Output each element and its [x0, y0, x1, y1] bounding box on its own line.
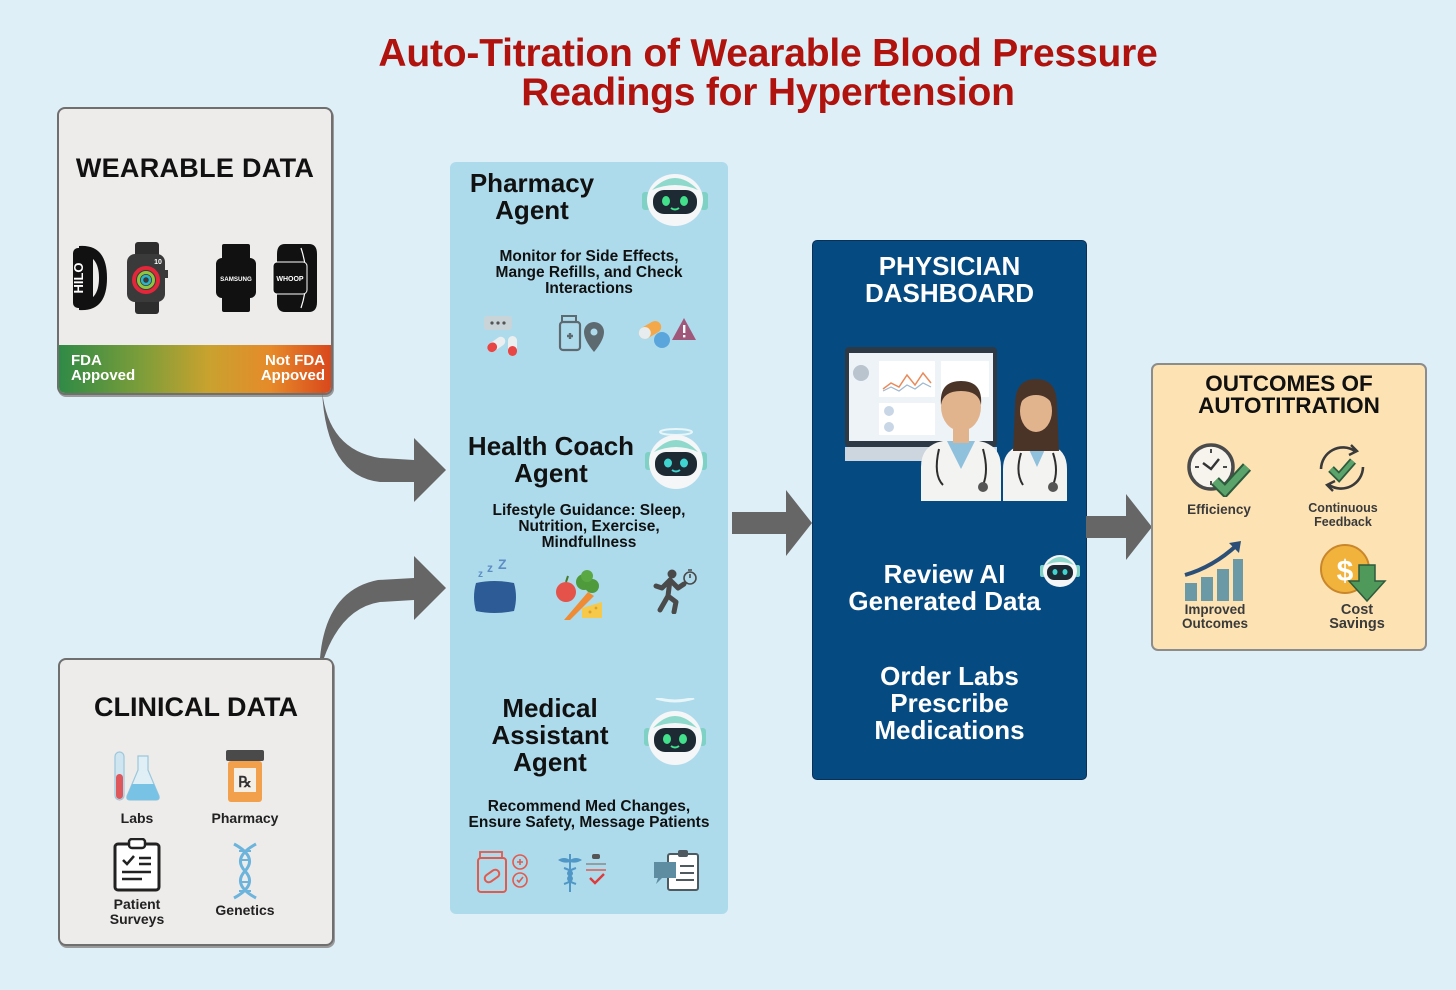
- rx-bottle-icon: ℞: [226, 750, 264, 802]
- robot-icon: [1040, 555, 1080, 587]
- dna-icon: [233, 842, 257, 900]
- male-doctor-icon: [921, 381, 1001, 501]
- svg-text:z: z: [487, 561, 493, 575]
- cost-savings-label: Cost Savings: [1329, 602, 1385, 632]
- robot-icon: [644, 698, 706, 765]
- med-bottle-check-icon: [477, 851, 528, 893]
- order-labs-prescribe-text: Order Labs Prescribe Medications: [874, 661, 1025, 745]
- labs-label: Labs: [120, 810, 154, 826]
- ai-agents-panel: Pharmacy Agent Monitor for Side Effects,…: [450, 162, 728, 914]
- clinical-to-agents-arrow: [320, 556, 446, 658]
- health-coach-agent-description: Lifestyle Guidance: Sleep, Nutrition, Ex…: [492, 502, 686, 551]
- robot-icon: [642, 174, 708, 226]
- clinical-data-heading: CLINICAL DATA: [94, 692, 298, 722]
- physician-to-outcomes-arrow: [1086, 494, 1152, 560]
- not-fda-approved-label: Not FDA Appoved: [260, 352, 325, 384]
- dashboard-doctors-illustration: [845, 347, 1067, 501]
- clinical-data-card: CLINICAL DATA Labs ℞ Pharmacy Patient Su…: [58, 658, 334, 946]
- svg-text:℞: ℞: [238, 773, 251, 791]
- lab-tubes-icon: [114, 751, 160, 801]
- pharmacy-location-icon: [558, 315, 604, 352]
- physician-dashboard-panel: PHYSICIAN DASHBOARD: [812, 240, 1087, 780]
- patient-surveys-label: Patient Surveys: [109, 896, 165, 927]
- svg-text:$: $: [1337, 555, 1354, 588]
- smartwatch-icon: SAMSUNG: [216, 244, 256, 312]
- caduceus-check-icon: [558, 854, 606, 892]
- pill-chat-icon: [484, 316, 517, 356]
- fda-approval-scale: FDA Appoved Not FDA Appoved: [59, 345, 331, 393]
- svg-text:z: z: [478, 569, 483, 580]
- sleep-pillow-icon: z z Z: [474, 559, 516, 613]
- pharmacy-agent-title: Pharmacy Agent: [469, 168, 595, 225]
- band-icon: WHOOP: [272, 244, 317, 312]
- genetics-label: Genetics: [215, 902, 275, 918]
- medical-assistant-agent-title: Medical Assistant Agent: [491, 693, 609, 777]
- fda-approved-label: FDA Appoved: [71, 352, 136, 384]
- pharmacy-label: Pharmacy: [211, 810, 279, 826]
- band-icon: HILO: [71, 245, 107, 311]
- diagram-title: Auto-Titration of Wearable Blood Pressur…: [0, 34, 1456, 112]
- wearable-data-card: WEARABLE DATA HILO 10 SAMSUNG WHOOP FDA …: [57, 107, 333, 395]
- drug-interaction-warning-icon: [638, 318, 696, 348]
- wearable-data-heading: WEARABLE DATA: [75, 153, 315, 183]
- hilo-label: HILO: [71, 262, 86, 293]
- review-ai-data-text: Review AI Generated Data: [848, 559, 1041, 616]
- efficiency-label: Efficiency: [1187, 502, 1251, 517]
- whoop-label: WHOOP: [276, 276, 304, 283]
- flow-arrows-inputs: [320, 390, 446, 658]
- growth-chart-icon: [1184, 541, 1243, 601]
- health-coach-agent-title: Health Coach Agent: [467, 431, 635, 488]
- title-line-1: Auto-Titration of Wearable Blood Pressur…: [378, 32, 1158, 75]
- outcomes-heading: OUTCOMES OF AUTOTITRATION: [1198, 371, 1380, 418]
- watch-badge: 10: [154, 259, 162, 266]
- wearable-to-agents-arrow: [322, 390, 446, 502]
- samsung-label: SAMSUNG: [220, 276, 252, 283]
- continuous-feedback-label: Continuous Feedback: [1308, 501, 1378, 529]
- nutrition-food-icon: [556, 570, 602, 620]
- smartwatch-rings-icon: 10: [127, 242, 168, 314]
- clipboard-checklist-icon: [113, 838, 161, 892]
- female-doctor-icon: [1003, 379, 1067, 501]
- running-stopwatch-icon: [653, 569, 697, 614]
- improved-outcomes-label: Improved Outcomes: [1181, 602, 1249, 631]
- dollar-down-icon: $: [1320, 544, 1387, 603]
- outcomes-panel: OUTCOMES OF AUTOTITRATION Efficiency Con…: [1151, 363, 1427, 651]
- clock-check-icon: [1187, 443, 1251, 497]
- svg-text:Z: Z: [498, 559, 507, 572]
- medical-assistant-agent-description: Recommend Med Changes, Ensure Safety, Me…: [468, 798, 710, 831]
- cycle-check-icon: [1319, 444, 1365, 492]
- message-clipboard-icon: [654, 850, 699, 891]
- agents-to-physician-arrow: [732, 490, 812, 556]
- robot-icon: [645, 428, 707, 489]
- pharmacy-agent-description: Monitor for Side Effects, Mange Refills,…: [495, 248, 683, 297]
- title-line-2: Readings for Hypertension: [521, 71, 1015, 114]
- physician-dashboard-heading: PHYSICIAN DASHBOARD: [865, 251, 1034, 308]
